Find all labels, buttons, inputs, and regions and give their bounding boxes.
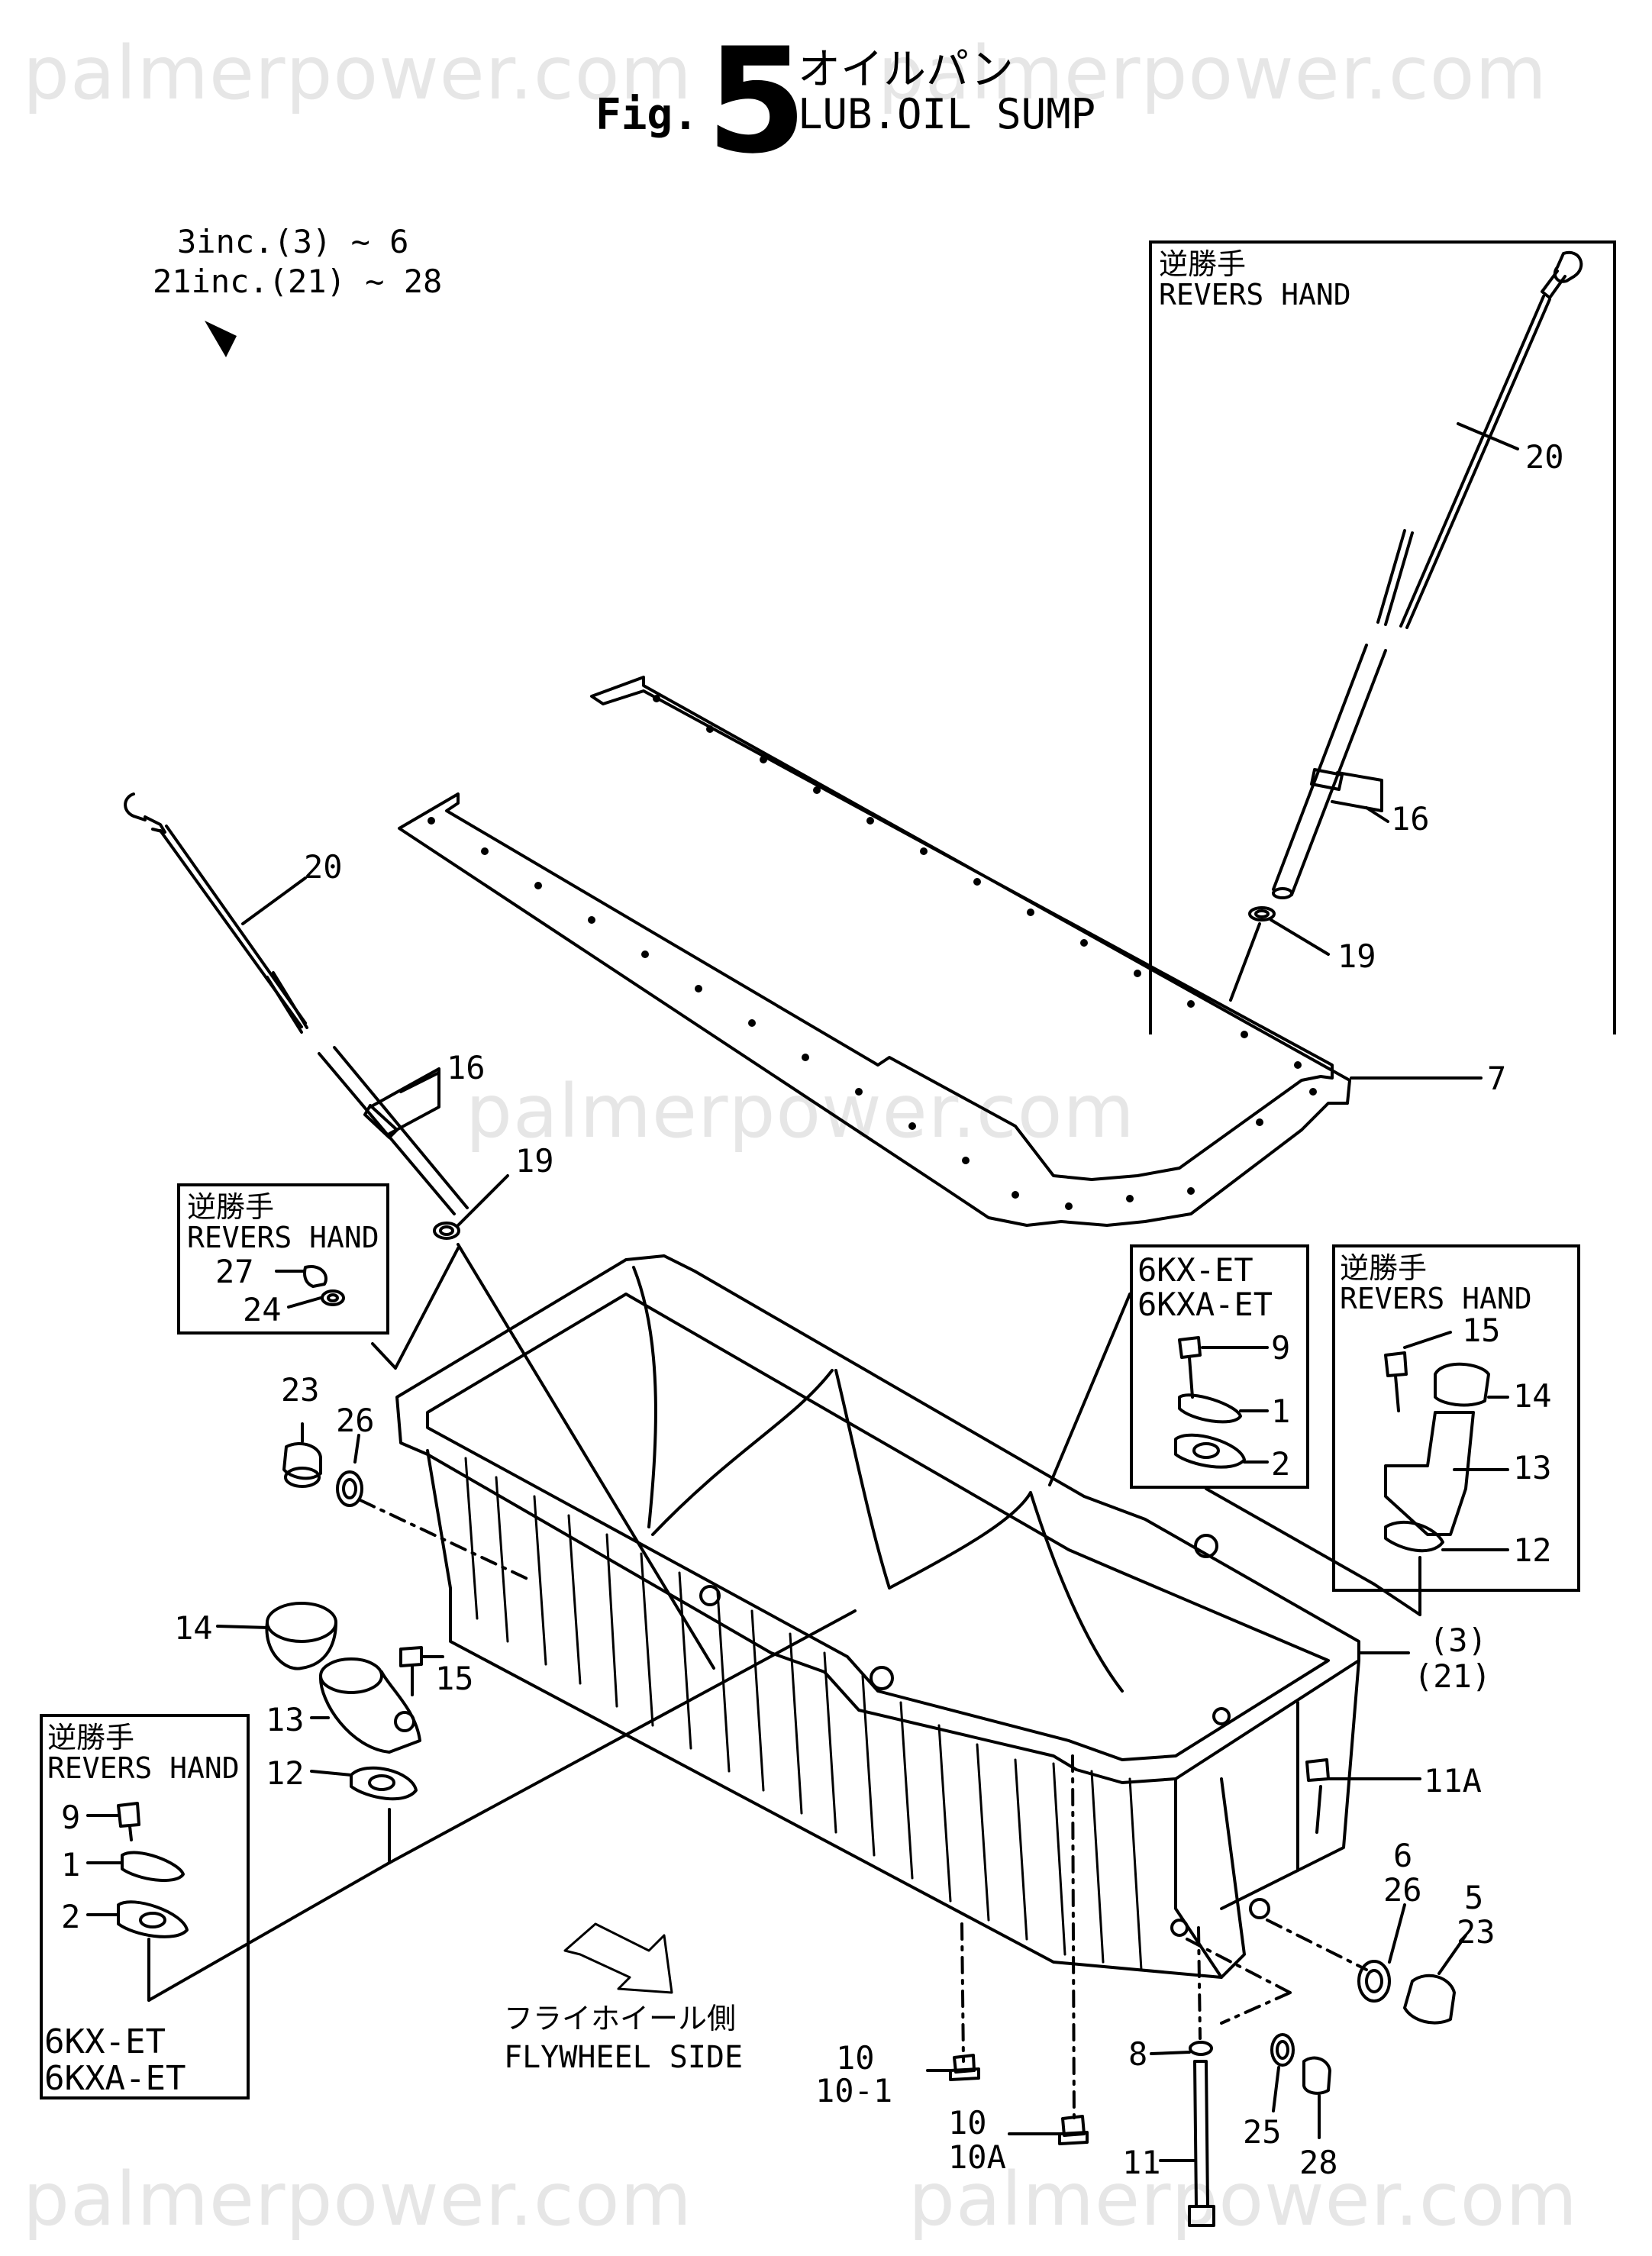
callout-28: 28: [1299, 2144, 1338, 2181]
filler-assembly: [216, 1602, 857, 1864]
flywheel-arrow-icon: [563, 1922, 673, 1994]
rh-dipstick-box-title-jp: 逆勝手: [1159, 247, 1247, 281]
callout-16-rh: 16: [1391, 800, 1430, 838]
callout-9-rh: 9: [61, 1799, 81, 1836]
callout-13-rh: 13: [1513, 1449, 1552, 1486]
callout-10-1: 10-1: [815, 2072, 893, 2109]
callout-2-rh: 2: [61, 1898, 81, 1935]
rh-plug-box-title-jp: 逆勝手: [187, 1190, 275, 1224]
rh-filler-parts: [1373, 1331, 1509, 1616]
callout-20-rh: 20: [1525, 438, 1564, 476]
callout-19: 19: [515, 1142, 554, 1180]
rh-filler-box-title-en: REVERS HAND: [1340, 1282, 1532, 1315]
rh-cover-box-foot2: 6KXA-ET: [44, 2059, 186, 2098]
flywheel-side-en: FLYWHEEL SIDE: [504, 2040, 744, 2075]
callout-13: 13: [266, 1701, 305, 1738]
callout-3: (3): [1429, 1622, 1487, 1659]
watermark-center: palmerpower.com: [466, 1069, 1135, 1154]
callout-20: 20: [304, 848, 343, 886]
model-cover-parts: [1174, 1336, 1269, 1469]
model-cover-box-line2: 6KXA-ET: [1137, 1286, 1273, 1323]
model-cover-box: [1130, 1244, 1309, 1489]
direction-arrow-icon: [205, 321, 237, 357]
drain-hardware: [926, 1754, 1467, 2227]
watermark-bottom-right: palmerpower.com: [908, 2157, 1578, 2242]
callout-6: 6: [1393, 1837, 1413, 1874]
callout-10a: 10A: [948, 2138, 1006, 2176]
callout-11a: 11A: [1424, 1762, 1482, 1799]
rh-plug-box-title-en: REVERS HAND: [187, 1221, 379, 1254]
rh-plug-box: [177, 1183, 389, 1335]
callout-25: 25: [1243, 2113, 1282, 2151]
rh-cover-box-foot1: 6KX-ET: [44, 2022, 166, 2061]
callout-16: 16: [447, 1049, 486, 1086]
callout-26b: 26: [1383, 1871, 1422, 1909]
watermark-top-right: palmerpower.com: [878, 31, 1547, 116]
callout-12: 12: [266, 1754, 305, 1792]
callout-11: 11: [1122, 2144, 1161, 2181]
rh-filler-box: [1332, 1244, 1580, 1592]
rh-dipstick-box: [1149, 240, 1616, 1034]
model-cover-leaders: [1048, 1293, 1376, 1586]
figure-number: 5: [706, 17, 808, 186]
flywheel-side-jp: フライホイール側: [504, 2002, 737, 2035]
model-cover-box-line1: 6KX-ET: [1137, 1251, 1254, 1289]
callout-15: 15: [435, 1660, 474, 1697]
callout-14: 14: [174, 1609, 213, 1647]
callout-19-rh: 19: [1337, 938, 1376, 975]
watermark-bottom-left: palmerpower.com: [23, 2157, 692, 2242]
callout-14-rh: 14: [1513, 1377, 1552, 1415]
figure-label: Fig.: [595, 90, 699, 140]
callout-10-b: 10: [948, 2104, 987, 2141]
watermark-top-left: palmerpower.com: [23, 31, 692, 116]
callout-2-model: 2: [1271, 1445, 1291, 1483]
callout-8: 8: [1128, 2035, 1148, 2073]
dipstick-assembly: [124, 792, 715, 1670]
rh-dipstick-assembly: [1229, 250, 1583, 1002]
callout-12-rh: 12: [1513, 1531, 1552, 1569]
inc-note-2: 21inc.(21) ~ 28: [153, 263, 443, 300]
callout-1-rh: 1: [61, 1846, 81, 1883]
rh-plug-assembly: [275, 1247, 460, 1370]
callout-26: 26: [336, 1402, 375, 1439]
inc-note-1: 3inc.(3) ~ 6: [177, 223, 409, 260]
rh-cover-box-title-jp: 逆勝手: [47, 1721, 135, 1754]
side-plug-23: [282, 1422, 532, 1582]
rh-filler-box-title-jp: 逆勝手: [1340, 1251, 1428, 1285]
rh-cover-box-title-en: REVERS HAND: [47, 1751, 240, 1785]
callout-24: 24: [243, 1291, 282, 1328]
callout-21: (21): [1414, 1657, 1492, 1695]
callout-10-a: 10: [836, 2039, 875, 2077]
callout-5: 5: [1464, 1879, 1484, 1916]
rh-cover-box: [40, 1714, 250, 2099]
title-english: LUB.OIL SUMP: [798, 90, 1096, 138]
oil-pan-gasket: [398, 676, 1483, 1227]
title-japanese: オイルパン: [798, 45, 1014, 95]
callout-15-rh: 15: [1462, 1312, 1501, 1349]
callout-27: 27: [215, 1253, 254, 1290]
callout-23: 23: [281, 1371, 320, 1409]
rh-cover-parts: [86, 1802, 391, 2002]
callout-9-model: 9: [1271, 1329, 1291, 1367]
rh-dipstick-box-title-en: REVERS HAND: [1159, 278, 1351, 311]
callout-23b: 23: [1457, 1913, 1496, 1951]
oil-pan: [395, 1254, 1410, 1979]
callout-1-model: 1: [1271, 1393, 1291, 1430]
callout-7: 7: [1487, 1060, 1507, 1097]
